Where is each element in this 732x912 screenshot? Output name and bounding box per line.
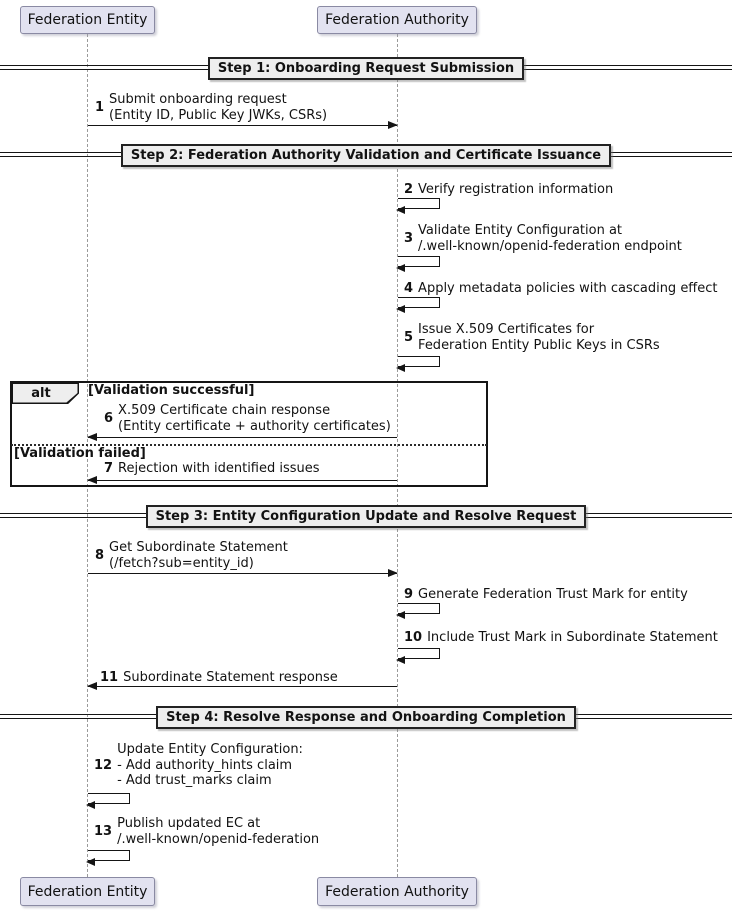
- message-9-number: 9: [404, 587, 414, 602]
- divider-label: Step 3: Entity Configuration Update and …: [145, 505, 587, 528]
- divider-label: Step 4: Resolve Response and Onboarding …: [156, 706, 576, 729]
- message-4-number: 4: [404, 281, 414, 296]
- message-11: 11 Subordinate Statement response: [100, 670, 338, 685]
- alt-operator-tab: alt: [11, 382, 79, 404]
- message-6-number: 6: [104, 410, 114, 426]
- participant-federation-entity-bottom: Federation Entity: [20, 877, 155, 906]
- message-1-arrow: [88, 120, 398, 129]
- participant-label: Federation Entity: [27, 12, 148, 28]
- message-11-arrow: [87, 681, 397, 690]
- message-13-number: 13: [94, 823, 113, 839]
- message-8-number: 8: [95, 547, 105, 563]
- message-5-self-loop: [396, 356, 440, 372]
- message-6: 6 X.509 Certificate chain response (Enti…: [104, 403, 391, 434]
- divider-label: Step 1: Onboarding Request Submission: [207, 57, 525, 80]
- message-12-number: 12: [94, 757, 113, 773]
- divider-step-1: Step 1: Onboarding Request Submission: [0, 57, 732, 80]
- alt-guard-success: [Validation successful]: [88, 383, 255, 398]
- alt-guard-failed: [Validation failed]: [14, 446, 146, 461]
- message-12: 12 Update Entity Configuration: - Add au…: [94, 742, 303, 788]
- message-3-number: 3: [404, 230, 414, 246]
- message-4-self-loop: [396, 297, 440, 313]
- message-8: 8 Get Subordinate Statement (/fetch?sub=…: [95, 540, 288, 571]
- participant-federation-entity-top: Federation Entity: [20, 6, 155, 34]
- participant-federation-authority-top: Federation Authority: [317, 6, 477, 34]
- message-1: 1 Submit onboarding request (Entity ID, …: [95, 92, 328, 123]
- alt-operator-label: alt: [12, 383, 78, 403]
- message-7-arrow: [87, 475, 397, 484]
- message-6-arrow: [87, 432, 397, 441]
- divider-step-2: Step 2: Federation Authority Validation …: [0, 144, 732, 167]
- message-3: 3 Validate Entity Configuration at /.wel…: [404, 223, 682, 254]
- message-11-number: 11: [100, 670, 119, 685]
- message-2: 2 Verify registration information: [404, 182, 614, 197]
- participant-federation-authority-bottom: Federation Authority: [317, 877, 477, 906]
- message-13-self-loop: [86, 850, 130, 866]
- message-3-self-loop: [396, 256, 440, 272]
- alt-branch-separator: [11, 444, 487, 446]
- message-13: 13 Publish updated EC at /.well-known/op…: [94, 816, 320, 847]
- message-10: 10 Include Trust Mark in Subordinate Sta…: [404, 630, 718, 645]
- message-10-self-loop: [396, 648, 440, 664]
- participant-label: Federation Authority: [325, 883, 469, 900]
- alt-fragment: alt: [10, 381, 488, 487]
- message-12-self-loop: [86, 793, 130, 809]
- lifeline-authority: [397, 34, 398, 877]
- message-5-number: 5: [404, 329, 414, 345]
- message-7: 7 Rejection with identified issues: [104, 461, 320, 476]
- divider-label: Step 2: Federation Authority Validation …: [120, 144, 612, 167]
- message-7-number: 7: [104, 461, 114, 476]
- message-2-number: 2: [404, 182, 414, 197]
- divider-step-3: Step 3: Entity Configuration Update and …: [0, 505, 732, 528]
- participant-label: Federation Entity: [27, 883, 148, 900]
- message-9: 9 Generate Federation Trust Mark for ent…: [404, 587, 688, 602]
- message-9-self-loop: [396, 603, 440, 619]
- message-2-self-loop: [396, 198, 440, 214]
- message-1-number: 1: [95, 99, 105, 115]
- message-10-number: 10: [404, 630, 423, 645]
- lifeline-entity: [87, 34, 88, 877]
- message-4: 4 Apply metadata policies with cascading…: [404, 281, 718, 296]
- divider-step-4: Step 4: Resolve Response and Onboarding …: [0, 706, 732, 729]
- message-8-arrow: [88, 568, 398, 577]
- participant-label: Federation Authority: [325, 12, 469, 28]
- message-5: 5 Issue X.509 Certificates for Federatio…: [404, 322, 660, 353]
